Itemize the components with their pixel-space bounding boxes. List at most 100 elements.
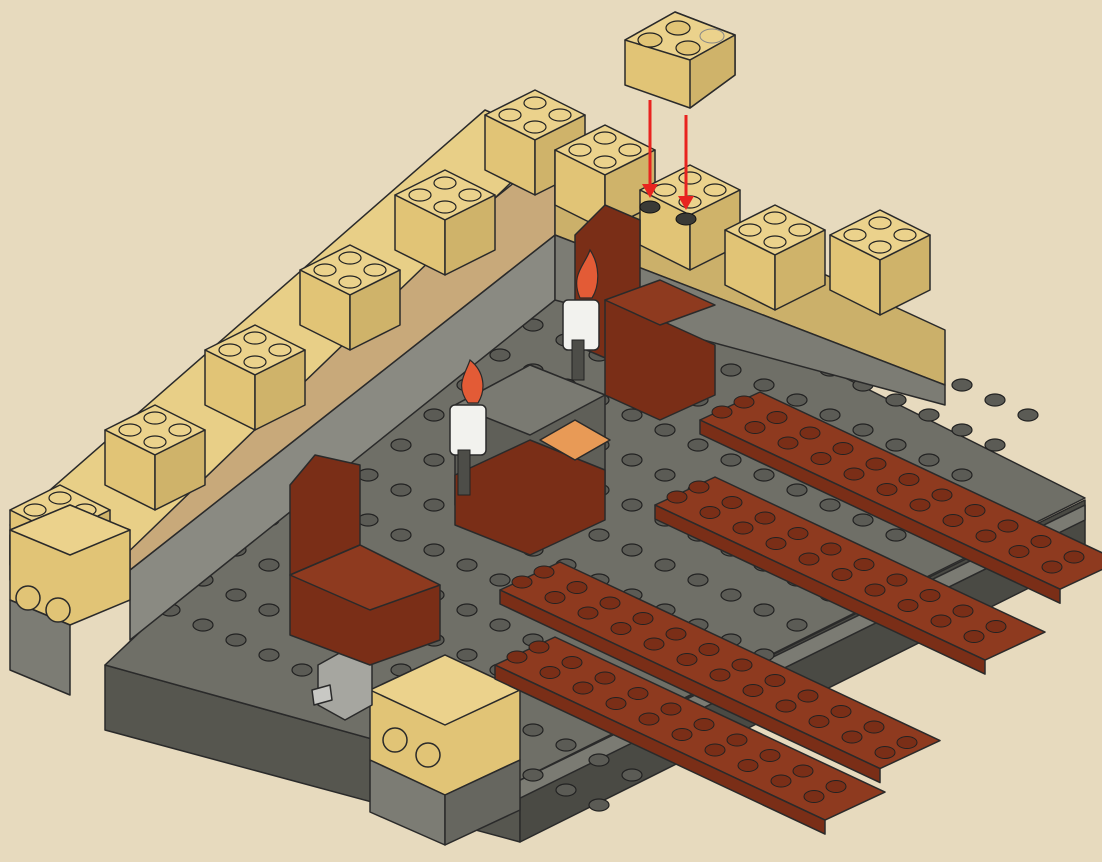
baseplate-stud bbox=[589, 799, 609, 811]
baseplate-stud bbox=[622, 454, 642, 466]
table-stud bbox=[700, 507, 720, 519]
table-stud bbox=[712, 406, 732, 418]
table-stud bbox=[512, 576, 532, 588]
table-stud bbox=[689, 481, 709, 493]
baseplate-stud bbox=[490, 619, 510, 631]
baseplate-stud bbox=[259, 649, 279, 661]
brick-stud bbox=[144, 412, 166, 424]
table-stud bbox=[667, 491, 687, 503]
brick-stud bbox=[764, 236, 786, 248]
table-stud bbox=[567, 582, 587, 594]
baseplate-stud bbox=[226, 589, 246, 601]
baseplate-stud bbox=[721, 454, 741, 466]
table-stud bbox=[733, 522, 753, 534]
baseplate-stud bbox=[688, 439, 708, 451]
brick-stud bbox=[844, 229, 866, 241]
baseplate-stud bbox=[259, 604, 279, 616]
baseplate-stud bbox=[622, 544, 642, 556]
brick-stud bbox=[524, 97, 546, 109]
brick-stud bbox=[524, 121, 546, 133]
table-stud bbox=[771, 775, 791, 787]
brick-stud bbox=[869, 241, 891, 253]
brick-stud bbox=[144, 436, 166, 448]
table-stud bbox=[734, 396, 754, 408]
table-stud bbox=[644, 638, 664, 650]
baseplate-stud bbox=[853, 514, 873, 526]
table-stud bbox=[738, 760, 758, 772]
baseplate-stud bbox=[820, 409, 840, 421]
baseplate-stud bbox=[754, 469, 774, 481]
baseplate-stud bbox=[820, 499, 840, 511]
table-stud bbox=[611, 623, 631, 635]
brick-stud bbox=[594, 132, 616, 144]
brick-stud bbox=[24, 504, 46, 516]
baseplate-stud bbox=[226, 634, 246, 646]
table-stud bbox=[778, 437, 798, 449]
baseplate-stud bbox=[424, 454, 444, 466]
table-stud bbox=[661, 703, 681, 715]
brick-stud bbox=[459, 189, 481, 201]
corner-brick-front bbox=[370, 655, 520, 845]
brick-stud bbox=[49, 492, 71, 504]
baseplate-stud bbox=[193, 619, 213, 631]
brick-stud bbox=[364, 264, 386, 276]
table-stud bbox=[766, 538, 786, 550]
table-stud bbox=[727, 734, 747, 746]
baseplate-stud bbox=[787, 394, 807, 406]
baseplate-stud bbox=[688, 574, 708, 586]
baseplate-stud bbox=[424, 544, 444, 556]
baseplate-stud bbox=[655, 424, 675, 436]
brick-stud bbox=[219, 344, 241, 356]
brick-stud bbox=[594, 156, 616, 168]
baseplate-stud bbox=[556, 784, 576, 796]
table-stud bbox=[833, 443, 853, 455]
baseplate-stud bbox=[424, 499, 444, 511]
table-stud bbox=[899, 474, 919, 486]
baseplate-stud bbox=[457, 649, 477, 661]
table-stud bbox=[677, 654, 697, 666]
table-stud bbox=[798, 690, 818, 702]
table-stud bbox=[910, 499, 930, 511]
baseplate-stud bbox=[391, 529, 411, 541]
table-stud bbox=[844, 468, 864, 480]
baseplate-stud bbox=[952, 469, 972, 481]
baseplate-stud bbox=[787, 484, 807, 496]
table-stud bbox=[864, 721, 884, 733]
table-stud bbox=[866, 458, 886, 470]
table-stud bbox=[931, 615, 951, 627]
table-stud bbox=[705, 744, 725, 756]
baseplate-stud bbox=[589, 754, 609, 766]
baseplate-stud bbox=[754, 604, 774, 616]
baseplate-stud bbox=[622, 769, 642, 781]
table-stud bbox=[755, 512, 775, 524]
table-stud bbox=[767, 412, 787, 424]
table-stud bbox=[943, 515, 963, 527]
baseplate-stud bbox=[457, 559, 477, 571]
table-stud bbox=[606, 698, 626, 710]
baseplate-stud bbox=[622, 499, 642, 511]
baseplate-stud bbox=[457, 604, 477, 616]
baseplate-stud bbox=[721, 589, 741, 601]
table-stud bbox=[534, 566, 554, 578]
table-stud bbox=[865, 584, 885, 596]
table-stud bbox=[666, 628, 686, 640]
table-stud bbox=[694, 719, 714, 731]
table-stud bbox=[776, 700, 796, 712]
brick-stud bbox=[764, 212, 786, 224]
table-stud bbox=[1042, 561, 1062, 573]
brick-stud bbox=[549, 109, 571, 121]
brick-stud bbox=[654, 184, 676, 196]
baseplate-stud bbox=[556, 739, 576, 751]
table-stud bbox=[732, 659, 752, 671]
baseplate-stud bbox=[853, 424, 873, 436]
table-stud bbox=[811, 453, 831, 465]
brick-stud bbox=[269, 344, 291, 356]
baseplate-stud bbox=[721, 364, 741, 376]
baseplate-stud bbox=[985, 394, 1005, 406]
brick-stud bbox=[679, 172, 701, 184]
table-stud bbox=[745, 422, 765, 434]
table-stud bbox=[831, 706, 851, 718]
baseplate-stud bbox=[886, 529, 906, 541]
table-stud bbox=[965, 505, 985, 517]
table-stud bbox=[800, 427, 820, 439]
